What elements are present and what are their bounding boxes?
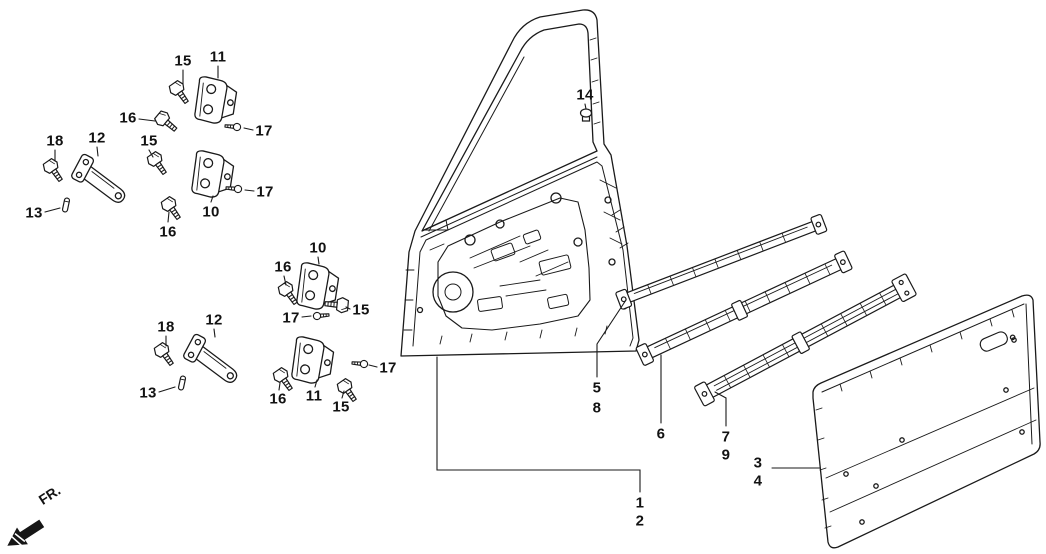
door-skin-panel [812,294,1041,549]
beam-middle-stiffener [635,250,853,366]
part-bolt-15b [144,149,172,179]
beam-upper-stiffener [615,213,828,310]
part-hinge-lower-11 [290,335,336,386]
beam-lower-rail [694,273,917,407]
part-bolt-16 [152,108,181,136]
fr-arrow-icon [7,519,45,547]
door-shell-panel [400,9,640,357]
part-hinge-lower-10 [190,149,236,200]
part-pin-13 [61,197,71,213]
part-bolt-15d [334,376,362,406]
leader-lines [44,65,821,493]
part-hinge-upper-11 [193,75,239,126]
part-screw-17d [351,358,369,369]
part-door-check-12 [69,152,135,206]
part-bolt-18b [151,340,179,370]
part-bolt-18 [40,156,68,186]
part-door-check-12b [181,332,247,386]
part-bolt-16b [158,194,186,224]
part-pin-13b [177,375,187,391]
part-screw-17c [312,310,330,321]
part-bolt-15 [166,78,194,108]
part-screw-17 [224,121,242,132]
